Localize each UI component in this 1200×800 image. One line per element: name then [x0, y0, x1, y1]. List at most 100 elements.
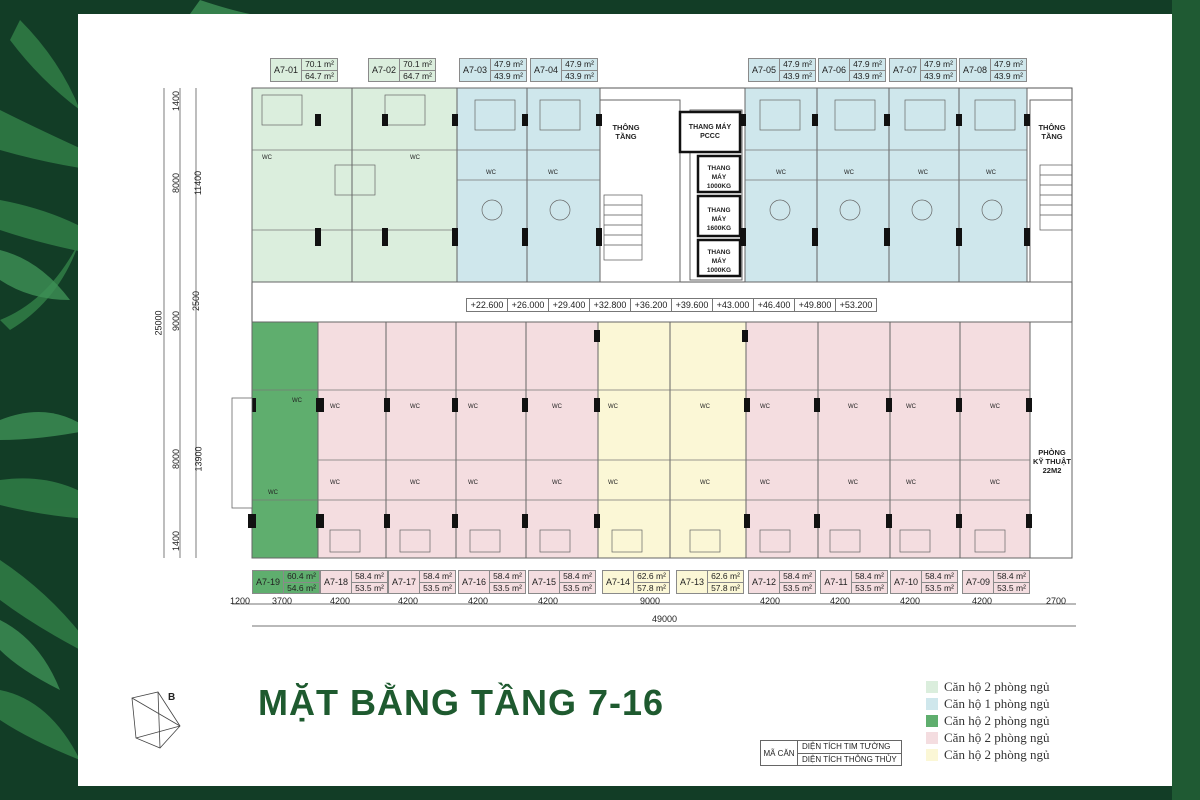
elevation-value: +36.200 — [630, 298, 672, 312]
dimension-left-inner: 1400 — [171, 530, 182, 552]
dimension-segment: 2700 — [1046, 596, 1067, 606]
unit-area-wall: 47.9 m² — [924, 59, 953, 70]
legend-label: Căn hộ 1 phòng ngủ — [944, 695, 1050, 711]
legend-label: Căn hộ 2 phòng ngủ — [944, 746, 1050, 762]
elevation-value: +26.000 — [507, 298, 549, 312]
legend-swatch — [926, 680, 938, 693]
unit-area-clear: 64.7 m² — [400, 69, 435, 82]
dimension-segment: 4200 — [830, 596, 851, 606]
wc-label: WC — [986, 170, 996, 176]
dimension-total: 49000 — [652, 614, 678, 624]
wc-label: WC — [906, 480, 916, 486]
unit-code: A7-16 — [459, 571, 490, 593]
key-area-wall: DIỆN TÍCH TIM TƯỜNG — [802, 742, 891, 752]
dimension-left-mid: 13900 — [193, 446, 204, 472]
elevation-value: +46.400 — [753, 298, 795, 312]
wc-label: WC — [468, 480, 478, 486]
svg-text:B: B — [168, 692, 175, 703]
wc-label: WC — [552, 480, 562, 486]
unit-area-clear: 53.5 m² — [560, 581, 595, 594]
elevation-value: +22.600 — [466, 298, 508, 312]
room-lift-1: THANG MÁY 1000KG — [706, 165, 732, 190]
wc-label: WC — [292, 398, 302, 404]
wc-label: WC — [760, 404, 770, 410]
dimension-segment: 3700 — [272, 596, 293, 606]
unit-code: A7-18 — [321, 571, 352, 593]
unit-area-clear: 57.8 m² — [634, 581, 669, 594]
unit-area-wall: 47.9 m² — [494, 59, 523, 70]
unit-area-wall: 62.6 m² — [711, 571, 740, 582]
unit-code: A7-04 — [531, 59, 562, 81]
unit-area-wall: 58.4 m² — [997, 571, 1026, 582]
unit-area-clear: 43.9 m² — [991, 69, 1026, 82]
unit-area-wall: 70.1 m² — [403, 59, 432, 70]
wc-label: WC — [330, 480, 340, 486]
room-lift-2: THANG MÁY 1600KG — [706, 207, 732, 232]
unit-code: A7-13 — [677, 571, 708, 593]
room-stair-left: THÔNG TẦNG — [612, 123, 640, 141]
unit-code: A7-12 — [749, 571, 780, 593]
dimension-segment: 4200 — [760, 596, 781, 606]
wc-label: WC — [844, 170, 854, 176]
unit-area-wall: 47.9 m² — [994, 59, 1023, 70]
wc-label: WC — [990, 480, 1000, 486]
dimension-left-inner: 9000 — [171, 310, 182, 332]
dimension-segment: 4200 — [398, 596, 419, 606]
wc-label: WC — [990, 404, 1000, 410]
dimension-left-inner: 1400 — [171, 90, 182, 112]
unit-area-clear: 53.5 m² — [922, 581, 957, 594]
legend-swatch — [926, 748, 938, 761]
unit-area-clear: 53.5 m² — [780, 581, 815, 594]
wc-label: WC — [486, 170, 496, 176]
unit-code: A7-15 — [529, 571, 560, 593]
unit-area-clear: 53.5 m² — [490, 581, 525, 594]
wc-label: WC — [776, 170, 786, 176]
bottom-apartment-blocks — [251, 321, 1073, 559]
unit-area-clear: 43.9 m² — [921, 69, 956, 82]
unit-code: A7-01 — [271, 59, 302, 81]
unit-area-wall: 58.4 m² — [423, 571, 452, 582]
unit-code: A7-07 — [890, 59, 921, 81]
wc-label: WC — [918, 170, 928, 176]
unit-area-clear: 57.8 m² — [708, 581, 743, 594]
unit-area-wall: 60.4 m² — [287, 571, 316, 582]
unit-area-wall: 47.9 m² — [565, 59, 594, 70]
elevation-value: +32.800 — [589, 298, 631, 312]
elevation-value: +39.600 — [671, 298, 713, 312]
legend-item: Căn hộ 2 phòng ngủ — [926, 746, 1049, 763]
unit-label-key: MÃ CĂN DIỆN TÍCH TIM TƯỜNG DIỆN TÍCH THÔ… — [760, 740, 902, 766]
wc-label: WC — [330, 404, 340, 410]
elevation-levels: +22.600+26.000+29.400+32.800+36.200+39.6… — [466, 298, 877, 312]
legend-swatch — [926, 714, 938, 727]
unit-code: A7-06 — [819, 59, 850, 81]
room-lift-fire: THANG MÁY PCCC — [688, 124, 732, 140]
legend-swatch — [926, 697, 938, 710]
elevation-value: +43.000 — [712, 298, 754, 312]
wc-label: WC — [468, 404, 478, 410]
unit-code: A7-17 — [389, 571, 420, 593]
unit-area-wall: 58.4 m² — [355, 571, 384, 582]
wc-label: WC — [700, 404, 710, 410]
unit-area-wall: 58.4 m² — [855, 571, 884, 582]
wc-label: WC — [268, 490, 278, 496]
unit-area-wall: 58.4 m² — [563, 571, 592, 582]
page-title: MẶT BẰNG TẦNG 7-16 — [258, 682, 665, 723]
unit-area-wall: 70.1 m² — [305, 59, 334, 70]
unit-area-wall: 58.4 m² — [783, 571, 812, 582]
legend-item: Căn hộ 2 phòng ngủ — [926, 729, 1049, 746]
room-technical: PHÒNG KỸ THUẬT 22M2 — [1033, 448, 1071, 475]
dimension-segment: 4200 — [972, 596, 993, 606]
